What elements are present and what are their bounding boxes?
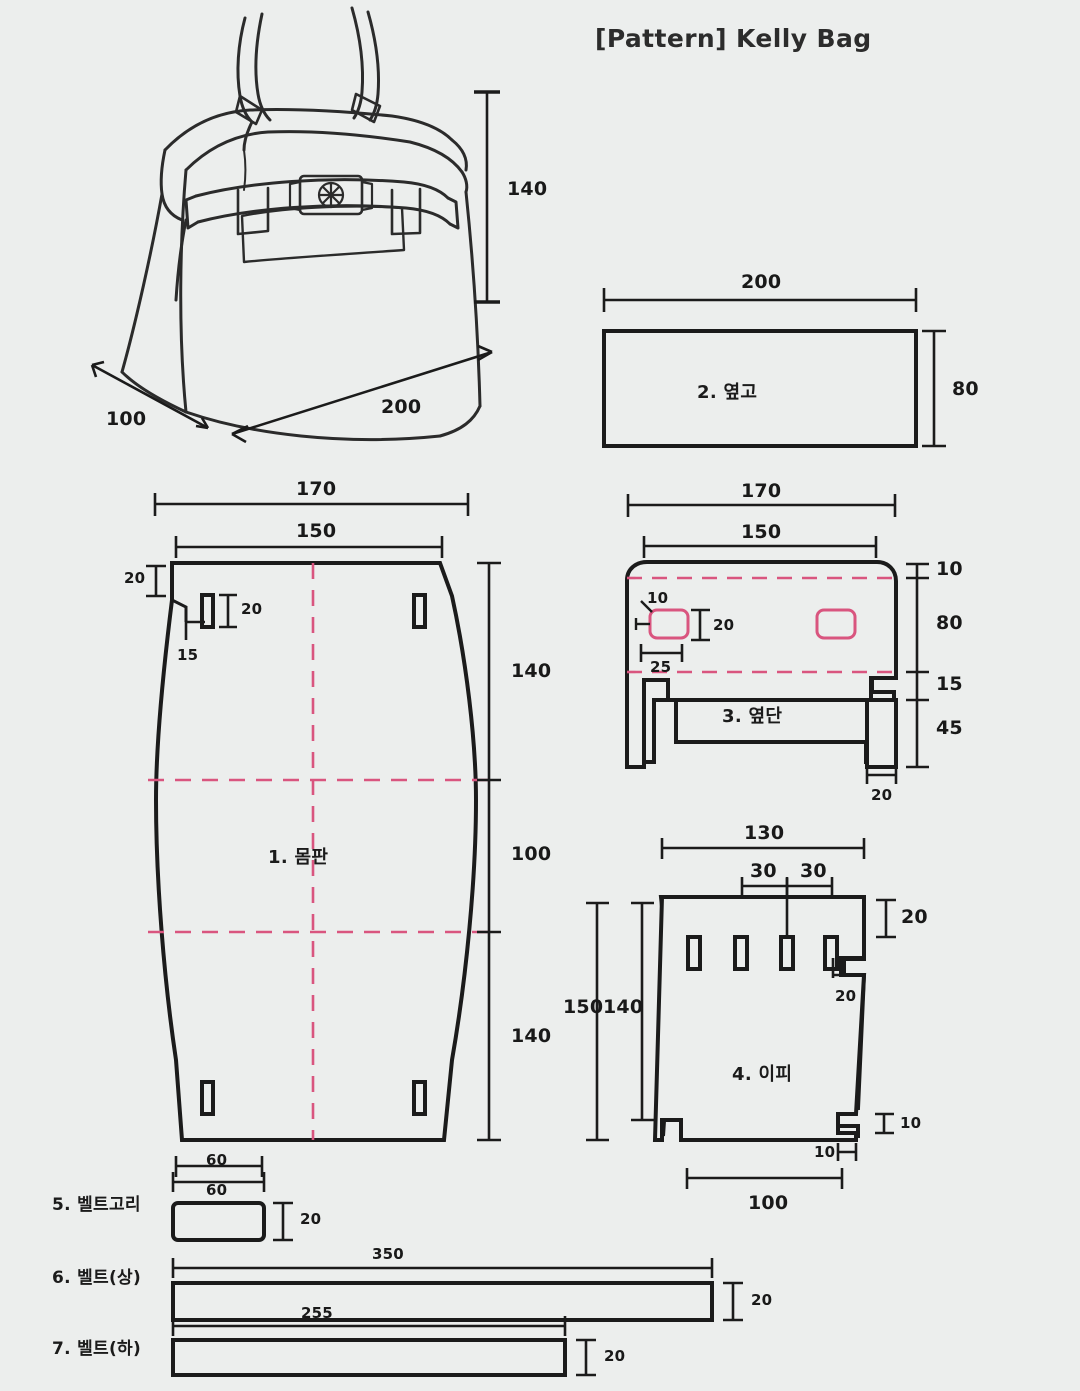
piece-4-label: 4. 이피 — [732, 1064, 793, 1085]
piece-1-height-dimension — [477, 561, 501, 1142]
piece-7-outline — [171, 1338, 567, 1377]
piece-6-height-20-label: 20 — [751, 1291, 773, 1309]
piece-2-height-dimension — [922, 329, 946, 448]
piece-3-outline-main — [625, 560, 898, 769]
piece-4-outline-main — [652, 895, 867, 1142]
piece-4-height-140-label: 140 — [603, 996, 644, 1018]
piece-3-body-80-label: 80 — [936, 612, 963, 634]
piece-1-height-140-bot-label: 140 — [511, 1025, 552, 1047]
piece-7-length-255-dimension — [171, 1316, 567, 1336]
piece-4-step-10-bottom-label: 10 — [814, 1143, 836, 1161]
piece-3-width-170-dimension — [626, 494, 897, 517]
piece-7-height-20-dimension — [576, 1338, 596, 1377]
sketch-width-label: 200 — [381, 396, 422, 418]
piece-3-hole-height-20-dimension — [691, 608, 710, 642]
piece-1-outline — [153, 561, 479, 1142]
piece-3-width-170-label: 170 — [741, 480, 782, 502]
piece-3-offset-25-dimension — [639, 644, 684, 662]
piece-2-label: 2. 옆고 — [697, 382, 758, 403]
sketch-height-dimension — [474, 90, 500, 304]
piece-1-width-170-dimension — [153, 493, 470, 516]
piece-1-width-170-label: 170 — [296, 478, 337, 500]
piece-7-height-20-label: 20 — [604, 1347, 626, 1365]
piece-4-step-10-right-label: 10 — [900, 1114, 922, 1132]
piece-1-width-150-dimension — [174, 536, 444, 558]
piece-3-offset-25-label: 25 — [650, 658, 672, 676]
piece-3-tab-20-label: 20 — [871, 786, 893, 804]
piece-2-width-dimension — [602, 288, 918, 312]
piece-5-height-20-dimension — [273, 1201, 293, 1242]
piece-1-height-100-label: 100 — [511, 843, 552, 865]
sketch-width-dimension — [231, 344, 493, 444]
piece-5-height-20-label: 20 — [300, 1210, 322, 1228]
piece-4-top-seam-20-dimension — [876, 898, 896, 939]
piece-1-width-150-label: 150 — [296, 520, 337, 542]
piece-4-half-30-dimensions — [740, 877, 834, 896]
piece-7-length-255-label: 255 — [301, 1304, 333, 1322]
sketch-depth-label: 100 — [106, 408, 147, 430]
piece-5-width-60-dimension — [171, 1172, 266, 1192]
piece-1-fold-lines — [148, 563, 492, 1140]
piece-7-label: 7. 벨트(하) — [52, 1339, 142, 1359]
piece-3-height-dimension — [906, 562, 929, 769]
piece-4-height-150-dimension — [586, 901, 609, 1142]
piece-4-side-notch-20-label: 20 — [835, 987, 857, 1005]
piece-2-height-label: 80 — [952, 378, 979, 400]
piece-3-tab-45-label: 45 — [936, 717, 963, 739]
piece-6-label: 6. 벨트(상) — [52, 1268, 142, 1288]
piece-3-label: 3. 옆단 — [722, 706, 783, 727]
piece-4-step-10-dimension — [875, 1112, 894, 1135]
page-title: [Pattern] Kelly Bag — [595, 24, 872, 53]
piece-4-half-30-right-label: 30 — [800, 860, 827, 882]
piece-2-width-label: 200 — [741, 271, 782, 293]
piece-3-hole-leaders — [634, 600, 653, 630]
piece-3-fold-lines — [627, 576, 896, 674]
piece-1-label: 1. 몸판 — [268, 847, 329, 868]
piece-3-width-150-dimension — [642, 536, 878, 558]
piece-1-bottom-60-label: 60 — [206, 1151, 228, 1169]
piece-5-width-60-label: 60 — [206, 1181, 228, 1199]
kelly-bag-perspective-sketch — [120, 6, 482, 442]
sketch-height-label: 140 — [507, 178, 548, 200]
piece-4-bottom-100-label: 100 — [748, 1192, 789, 1214]
piece-3-hole-height-20-label: 20 — [713, 616, 735, 634]
piece-6-height-20-dimension — [723, 1281, 743, 1322]
piece-1-slots — [200, 593, 427, 1116]
piece-5-outline — [171, 1201, 266, 1242]
piece-4-side-notch-20-leader — [831, 958, 862, 978]
piece-6-length-350-dimension — [171, 1258, 714, 1278]
piece-1-notch-15-label: 15 — [177, 646, 199, 664]
sketch-depth-dimension — [90, 360, 210, 430]
piece-1-bottom-60-dimension — [174, 1156, 264, 1177]
piece-6-length-350-label: 350 — [372, 1245, 404, 1263]
piece-1-height-140-top-label: 140 — [511, 660, 552, 682]
piece-3-tab-20-dimension — [865, 766, 898, 784]
piece-4-height-140-dimension — [631, 901, 654, 1122]
piece-1-notch-15-leader — [184, 620, 205, 640]
piece-4-width-130-dimension — [660, 838, 866, 859]
piece-4-height-150-label: 150 — [563, 996, 604, 1018]
piece-2-outline — [602, 329, 918, 448]
piece-4-top-seam-20-label: 20 — [901, 906, 928, 928]
piece-3-seam-15-label: 15 — [936, 673, 963, 695]
piece-4-bottom-100-dimension — [685, 1168, 844, 1189]
piece-1-top-tab-20-dimension — [146, 564, 166, 598]
piece-4-width-130-label: 130 — [744, 822, 785, 844]
piece-6-outline — [171, 1281, 714, 1322]
piece-4-step-width-10-dimension — [836, 1143, 858, 1161]
piece-1-slot-20-dimension — [219, 593, 237, 629]
piece-3-width-150-label: 150 — [741, 521, 782, 543]
piece-4-half-30-left-label: 30 — [750, 860, 777, 882]
piece-3-seam-10-label: 10 — [936, 558, 963, 580]
piece-1-slot-20-label: 20 — [241, 600, 263, 618]
piece-1-top-tab-20-label: 20 — [124, 569, 146, 587]
piece-3-hole-corner-10-label: 10 — [647, 589, 669, 607]
piece-5-label: 5. 벨트고리 — [52, 1195, 141, 1215]
